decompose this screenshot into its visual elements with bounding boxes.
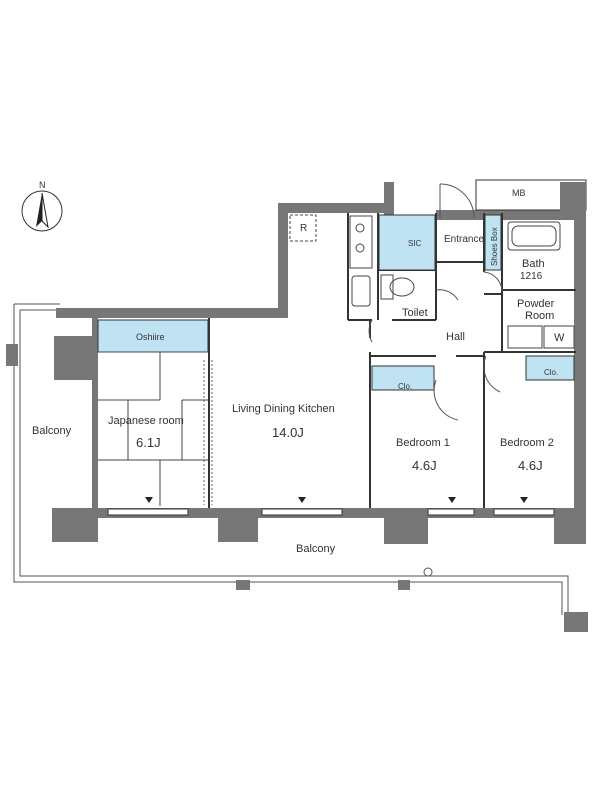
bathtub-fixture	[507, 221, 561, 251]
refrigerator-icon: R	[289, 214, 317, 242]
mb-label: MB	[512, 188, 526, 198]
tatami-pattern	[98, 351, 208, 506]
door-swings	[368, 183, 503, 421]
toilet-fixture	[380, 274, 415, 300]
powder-room-line1: Powder	[517, 298, 555, 310]
toilet-label: Toilet	[402, 307, 428, 319]
storage-areas	[97, 214, 575, 391]
sliding-door-japanese	[203, 360, 213, 505]
living-room-name: Living Dining Kitchen	[232, 403, 335, 415]
bath-name: Bath	[522, 258, 545, 270]
shoes-box	[484, 214, 502, 271]
bedroom1-closet	[371, 365, 435, 391]
kitchen-fixtures	[349, 215, 373, 307]
bedroom2-closet	[525, 355, 575, 381]
window-markers	[145, 497, 528, 503]
japanese-room-name: Japanese room	[108, 415, 184, 427]
living-room-size: 14.0J	[272, 425, 304, 440]
balcony-bottom-label: Balcony	[296, 543, 336, 555]
bedroom2-name: Bedroom 2	[500, 437, 554, 449]
oshiire-label: Oshiire	[136, 332, 165, 342]
shoes-box-label: Shoes Box	[490, 227, 499, 266]
balcony-outline	[6, 303, 588, 632]
entrance-label: Entrance	[444, 234, 484, 245]
north-arrow-icon: N	[21, 180, 63, 232]
compass-label: N	[39, 180, 46, 190]
windows-bottom	[107, 508, 555, 516]
bedroom1-name: Bedroom 1	[396, 437, 450, 449]
japanese-room-size: 6.1J	[136, 435, 161, 450]
exterior-walls	[52, 179, 587, 544]
powder-fixtures	[507, 325, 575, 349]
sic-label: SIC	[408, 239, 422, 248]
hall-label: Hall	[446, 331, 465, 343]
bath-size: 1216	[520, 271, 543, 282]
bedroom1-closet-label: Clo.	[398, 382, 412, 391]
balcony-left-label: Balcony	[32, 425, 72, 437]
powder-room-line2: Room	[525, 310, 554, 322]
washer-label: W	[554, 332, 565, 344]
sic-closet	[378, 214, 436, 271]
bedroom2-closet-label: Clo.	[544, 368, 558, 377]
bedroom2-size: 4.6J	[518, 458, 543, 473]
refrigerator-label: R	[300, 223, 307, 234]
bedroom1-size: 4.6J	[412, 458, 437, 473]
